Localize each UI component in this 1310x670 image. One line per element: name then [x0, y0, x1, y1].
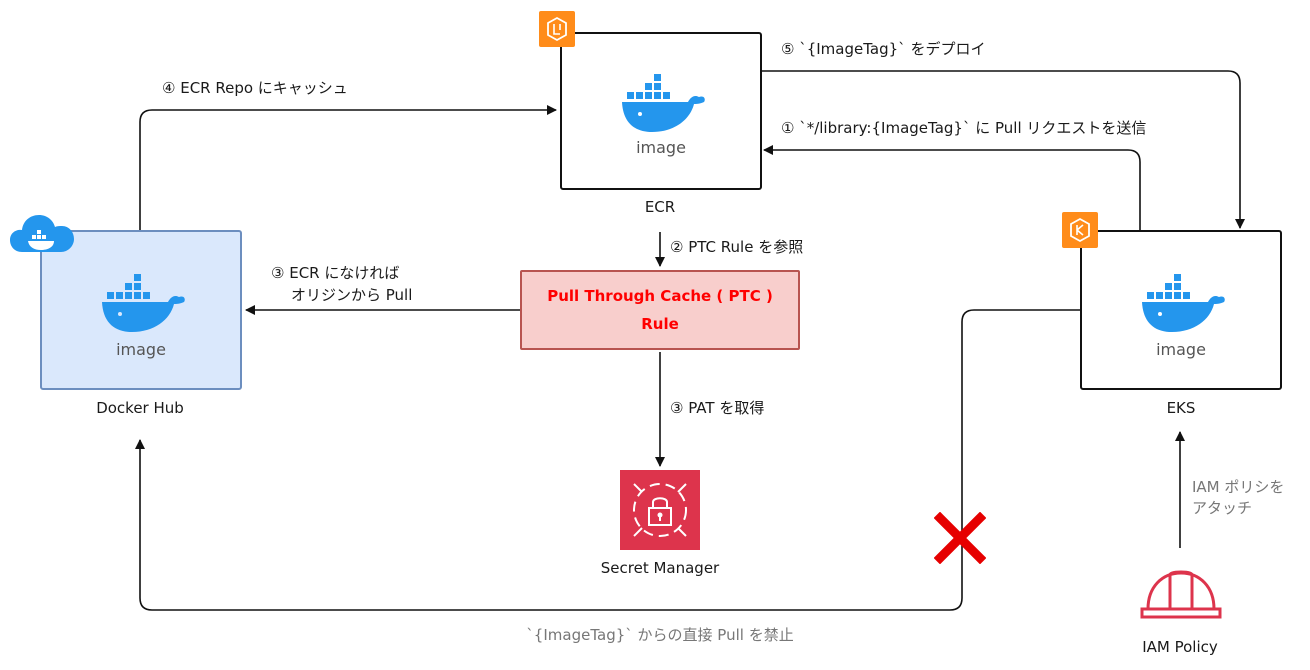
- edge-step4-cache: [139, 105, 557, 230]
- step1-label: ① `*/library:{ImageTag}` に Pull リクエストを送信: [781, 119, 1147, 137]
- edge-deny-direct-pull: [135, 309, 1080, 611]
- docker-whale-icon: [102, 274, 185, 332]
- secrets-manager-icon: [620, 470, 700, 550]
- iam-attach-label-line2: アタッチ: [1192, 499, 1253, 517]
- docker-hub-label: Docker Hub: [96, 399, 184, 417]
- step2-label: ② PTC Rule を参照: [670, 238, 804, 256]
- step3-origin-label-line1: ③ ECR になければ: [271, 264, 400, 282]
- docker-whale-icon: [622, 74, 705, 132]
- iam-helmet-icon: [1140, 570, 1222, 619]
- ptc-rule-node: Pull Through Cache ( PTC ) Rule: [520, 270, 800, 350]
- ecr-image-text: image: [636, 138, 686, 157]
- eks-label: EKS: [1166, 399, 1196, 417]
- step4-label: ④ ECR Repo にキャッシュ: [162, 79, 348, 97]
- step3-pat-label: ③ PAT を取得: [670, 399, 765, 417]
- ecr-icon: [539, 11, 575, 47]
- docker-hub-image-text: image: [116, 340, 166, 359]
- iam-policy-label: IAM Policy: [1142, 638, 1218, 656]
- edge-step1-pull-request: [763, 145, 1141, 230]
- step5-label: ⑤ `{ImageTag}` をデプロイ: [781, 40, 986, 58]
- docker-whale-icon: [1142, 274, 1225, 332]
- deny-label: `{ImageTag}` からの直接 Pull を禁止: [526, 626, 794, 644]
- eks-image-text: image: [1156, 340, 1206, 359]
- docker-cloud-icon: [10, 215, 74, 252]
- ecr-label: ECR: [644, 198, 676, 216]
- secret-manager-label: Secret Manager: [600, 559, 720, 577]
- ptc-rule-line2: Rule: [641, 315, 679, 333]
- iam-attach-label-line1: IAM ポリシを: [1192, 478, 1285, 496]
- ptc-rule-line1: Pull Through Cache ( PTC ): [547, 287, 773, 305]
- docker-hub-node: image: [40, 230, 242, 390]
- cross-icon: [934, 512, 986, 564]
- ecr-node: image: [560, 32, 762, 190]
- eks-node: image: [1080, 230, 1282, 390]
- step3-origin-label-line2: オリジンから Pull: [291, 286, 413, 304]
- edge-step5-deploy: [762, 70, 1245, 229]
- eks-icon: [1062, 212, 1098, 248]
